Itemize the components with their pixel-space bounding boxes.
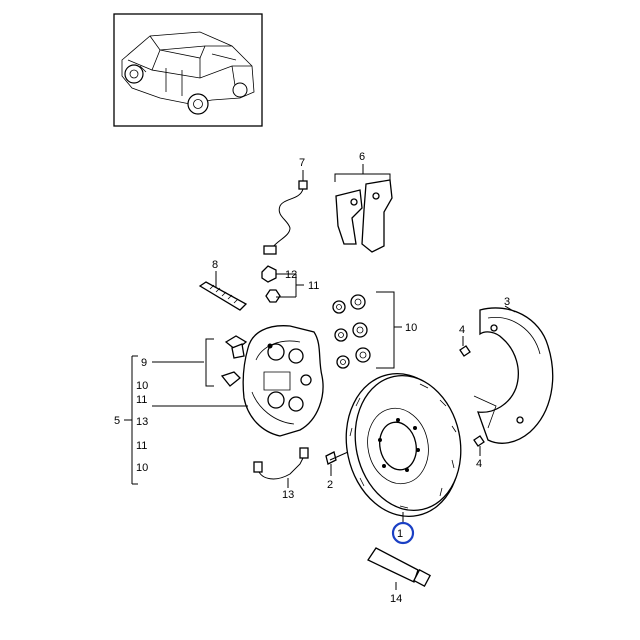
label-8: 8 <box>212 259 218 271</box>
label-4-top: 4 <box>459 324 465 336</box>
splash-shield-part-3[interactable] <box>473 307 554 444</box>
vehicle-thumbnail <box>113 13 263 127</box>
grease-tube-part-14[interactable] <box>367 547 431 587</box>
brake-hose-part-13[interactable] <box>253 447 309 480</box>
wear-sensor-part-7[interactable] <box>263 180 308 255</box>
label-10-seals: 10 <box>405 322 417 334</box>
label-6: 6 <box>359 151 365 163</box>
brake-disc-part-1[interactable] <box>333 363 473 527</box>
label-13-hose: 13 <box>282 489 294 501</box>
label-13-bracket: 13 <box>136 416 148 428</box>
label-3: 3 <box>504 296 510 308</box>
highlight-circle <box>391 521 415 545</box>
label-1: 1 <box>397 528 403 540</box>
label-10-upper: 10 <box>136 380 148 392</box>
label-7: 7 <box>299 157 305 169</box>
label-11-bleeder: 11 <box>308 280 319 292</box>
label-11-upper: 11 <box>136 394 147 406</box>
label-10-lower: 10 <box>136 462 148 474</box>
spring-clips-part-9[interactable] <box>220 335 248 387</box>
bleeder-screw-part-12[interactable] <box>261 265 281 303</box>
label-4-bottom: 4 <box>476 458 482 470</box>
label-5: 5 <box>114 415 120 427</box>
guide-bolt-part-8[interactable] <box>198 281 248 311</box>
shield-bolts-part-4[interactable] <box>459 345 485 447</box>
label-9: 9 <box>141 357 147 369</box>
label-12: 12 <box>285 269 297 281</box>
label-2: 2 <box>327 479 333 491</box>
screw-part-2[interactable] <box>325 451 337 465</box>
brake-caliper-part-5[interactable] <box>242 325 324 437</box>
brake-pads-part-6[interactable] <box>335 179 393 253</box>
piston-seals-part-10[interactable] <box>332 294 371 369</box>
label-14: 14 <box>390 593 402 605</box>
label-11-lower: 11 <box>136 440 147 452</box>
